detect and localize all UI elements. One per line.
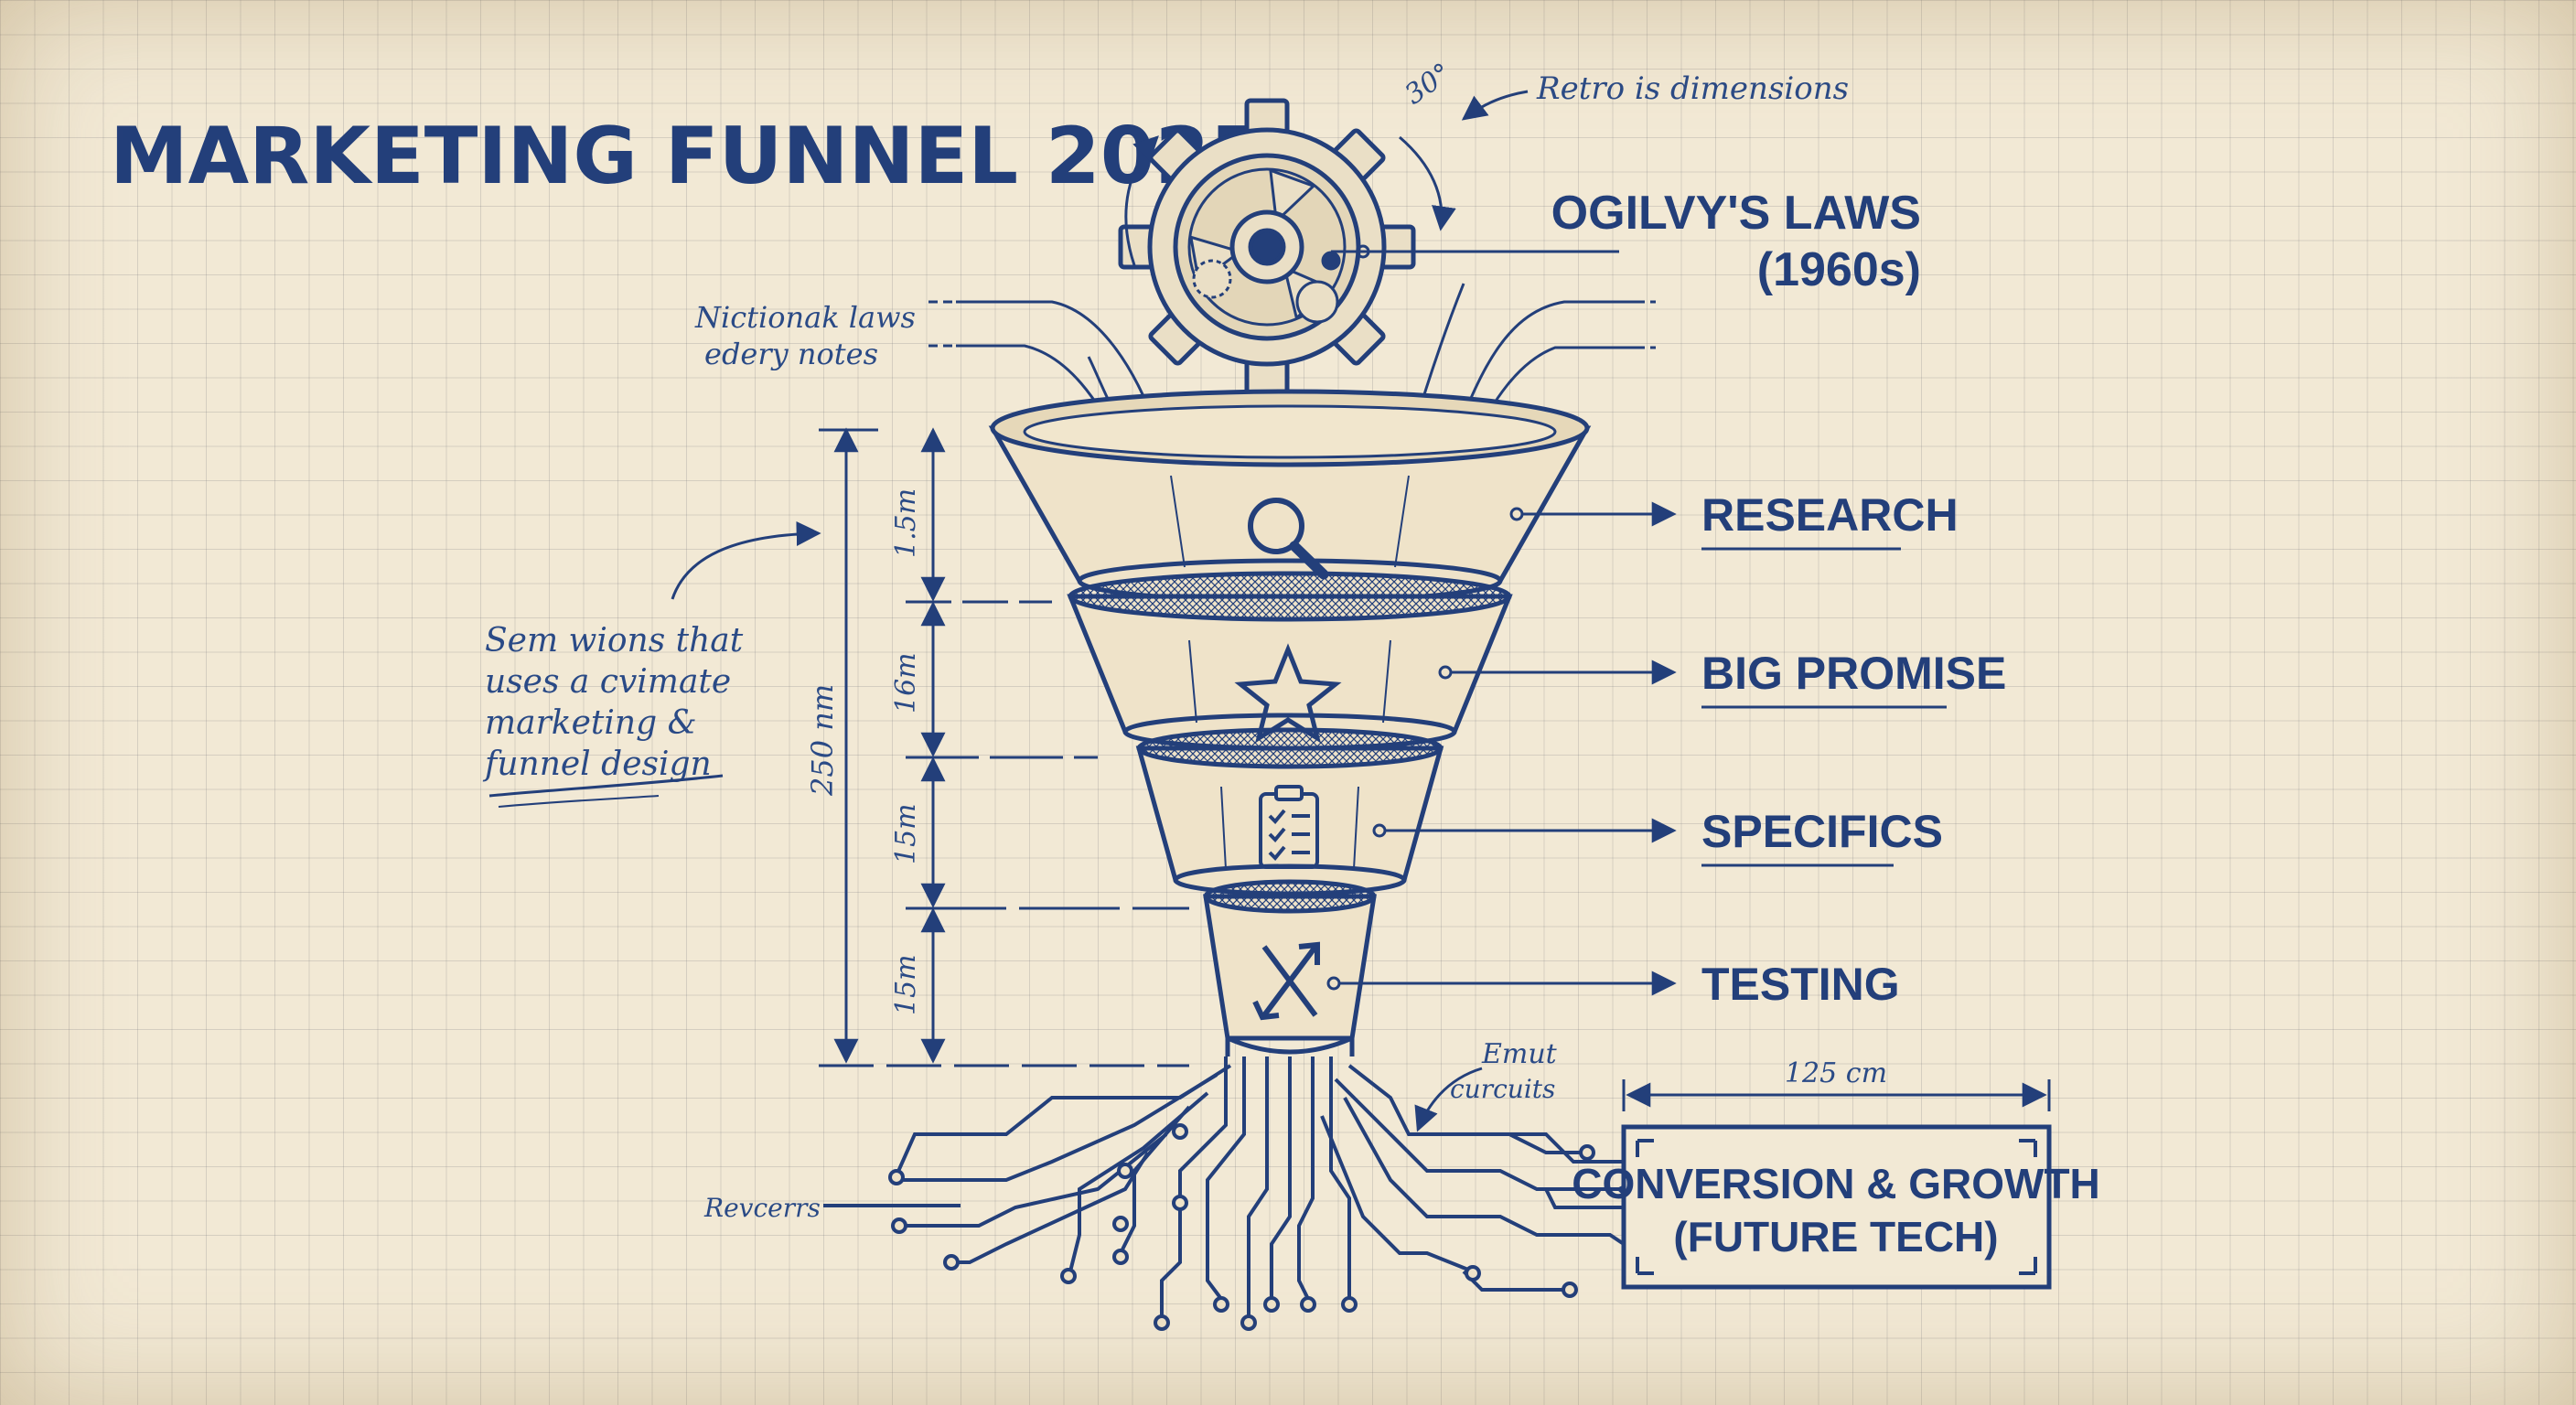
page-title: MARKETING FUNNEL 2025 (110, 111, 1264, 202)
stage-label-testing: TESTING (1701, 959, 1900, 1010)
conversion-box (1621, 1124, 2052, 1290)
star-icon (1234, 643, 1342, 744)
rotation-arrow-left (1124, 135, 1159, 266)
dimension-testing: 15m (890, 954, 922, 1015)
rotation-arrow-right (1399, 135, 1456, 231)
emit-circuits-note-1: Emut (1481, 1038, 1558, 1070)
dimension-lines (819, 427, 1189, 1067)
stage-label-specifics: SPECIFICS (1701, 806, 1943, 857)
notional-laws-note-2: edery notes (704, 337, 878, 371)
dimension-specifics: 15m (890, 803, 922, 864)
crossed-arrows-icon (1252, 941, 1320, 1021)
funnel-tier-testing (1203, 894, 1377, 1041)
conversion-title: CONVERSION & GROWTH (1572, 1160, 2100, 1207)
dimension-research: 1.5m (890, 488, 922, 558)
side-note-line-1: Sem wions that (485, 622, 744, 660)
dimension-big-promise: 16m (890, 652, 922, 713)
conversion-subtitle: (FUTURE TECH) (1673, 1213, 1998, 1260)
ogilvy-laws-label: OGILVY'S LAWS (1551, 187, 1921, 240)
width-dimension (1622, 1079, 2051, 1111)
magnifier-icon (1248, 498, 1329, 580)
side-note-line-2: uses a cvimate (485, 663, 731, 701)
retro-note-arrow (1461, 90, 1529, 121)
emit-circuits-note-2: curcuits (1450, 1074, 1555, 1104)
ogilvy-laws-date: (1960s) (1757, 243, 1921, 296)
dimension-total: 250 nm (805, 684, 840, 797)
gear-icon (1118, 98, 1416, 396)
notional-laws-note: Nictionak laws (694, 300, 916, 335)
stage-label-research: RESEARCH (1701, 489, 1959, 541)
side-note-line-3: marketing & (485, 704, 697, 742)
stage-label-big-promise: BIG PROMISE (1701, 648, 2006, 699)
circuit-pads (888, 1123, 1651, 1331)
angle-note: 30° (1400, 57, 1458, 111)
retro-note: Retro is dimensions (1536, 70, 1849, 107)
side-note-line-4: funnel design (482, 745, 712, 783)
funnel (988, 389, 1592, 1056)
clipboard-checklist-icon (1259, 785, 1319, 869)
side-note-arrow (671, 521, 821, 600)
receivers-note: Revcerrs (703, 1193, 821, 1223)
width-dimension-label: 125 cm (1785, 1057, 1887, 1089)
